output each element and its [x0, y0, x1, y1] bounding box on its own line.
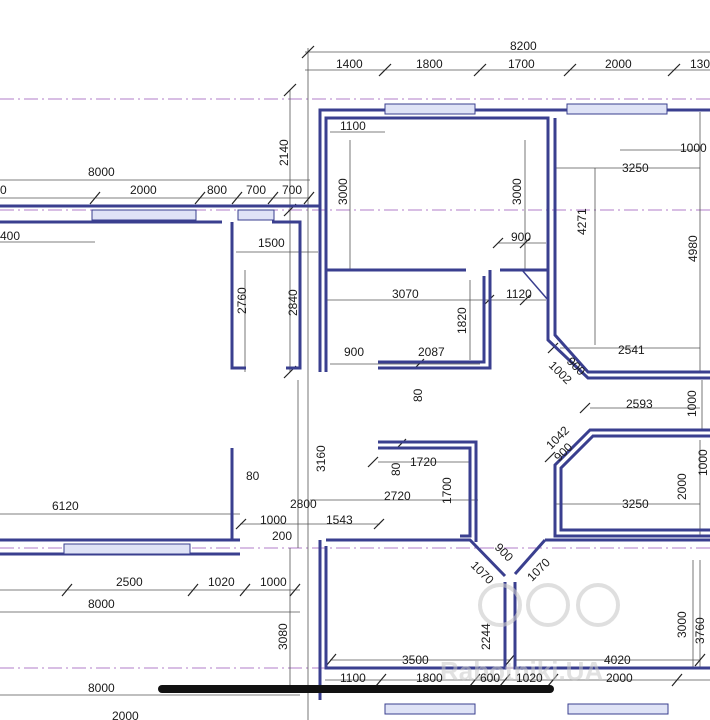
dim-2760: 2760: [235, 287, 249, 314]
dim-600: 600: [480, 671, 500, 685]
dim-left-8000c: 8000: [88, 681, 115, 695]
dim-2000a: 2000: [675, 473, 689, 500]
dim-2800: 2800: [290, 497, 317, 511]
dim-top-2: 1800: [416, 57, 443, 71]
dim-3000a: 3000: [336, 178, 350, 205]
dim-80c: 80: [389, 462, 403, 476]
dim-2244: 2244: [479, 623, 493, 650]
dim-200: 200: [272, 529, 292, 543]
horizontal-scrollbar[interactable]: [158, 685, 554, 693]
dim-top-total: 8200: [510, 39, 537, 53]
dimension-lines: [0, 48, 710, 720]
dim-1100a: 1100: [340, 119, 366, 133]
dim-left-0: 0: [0, 183, 7, 197]
dim-4980: 4980: [686, 235, 700, 262]
dim-1000e: 1000: [260, 575, 287, 589]
dim-1000b: 1000: [685, 390, 699, 417]
windows: [63, 103, 669, 715]
dim-3080: 3080: [276, 623, 290, 650]
dim-left-8000b: 8000: [88, 597, 115, 611]
dim-6120: 6120: [52, 499, 79, 513]
dim-2500: 2500: [116, 575, 143, 589]
dim-1820: 1820: [455, 307, 469, 334]
dim-1000a: 1000: [680, 141, 707, 155]
dim-1120: 1120: [506, 287, 532, 301]
dim-900b: 900: [344, 345, 364, 359]
dim-900a: 900: [511, 230, 531, 244]
dim-2087: 2087: [418, 345, 445, 359]
dim-80b: 80: [246, 469, 260, 483]
dim-1020a: 1020: [208, 575, 235, 589]
dim-left-2000: 2000: [130, 183, 157, 197]
dim-3760: 3760: [693, 617, 707, 644]
dim-1500: 1500: [258, 236, 285, 250]
dim-1000c: 1000: [696, 449, 710, 476]
watermark-text: Rabotniki.UA: [440, 656, 603, 686]
dim-900e: 900: [492, 540, 516, 564]
dim-2000b: 2000: [606, 671, 633, 685]
dim-left-400: 400: [0, 229, 20, 243]
dim-top-5: 130: [690, 57, 710, 71]
dim-1800b: 1800: [416, 671, 443, 685]
dim-left-8000a: 8000: [88, 165, 115, 179]
dim-top-4: 2000: [605, 57, 632, 71]
watermark: Rabotniki.UA: [440, 583, 620, 686]
dim-3070: 3070: [392, 287, 419, 301]
dim-2593: 2593: [626, 397, 653, 411]
dim-80a: 80: [411, 388, 425, 402]
dim-4020: 4020: [604, 653, 631, 667]
dim-1543: 1543: [326, 513, 353, 527]
dim-2140: 2140: [277, 139, 291, 166]
dim-left-700b: 700: [282, 183, 302, 197]
dim-2720: 2720: [384, 489, 411, 503]
dim-1020b: 1020: [516, 671, 543, 685]
dim-2840: 2840: [286, 289, 300, 316]
dim-1700: 1700: [440, 477, 454, 504]
dim-bottom-cut: 2000: [112, 709, 139, 720]
dim-1720: 1720: [410, 455, 437, 469]
dim-1000d: 1000: [260, 513, 287, 527]
dim-3000b: 3000: [510, 178, 524, 205]
dim-3250b: 3250: [622, 497, 649, 511]
dim-left-700a: 700: [246, 183, 266, 197]
axis-lines: [0, 98, 710, 669]
dim-3500: 3500: [402, 653, 429, 667]
walls: [0, 108, 710, 700]
dim-3250a: 3250: [622, 161, 649, 175]
dim-top-3: 1700: [508, 57, 535, 71]
dim-top-1: 1400: [336, 57, 363, 71]
dim-1100b: 1100: [340, 671, 366, 685]
dim-left-800: 800: [207, 183, 227, 197]
dim-4271: 4271: [575, 208, 589, 235]
dim-3000c: 3000: [675, 611, 689, 638]
dim-3160: 3160: [314, 445, 328, 472]
dim-2541: 2541: [618, 343, 645, 357]
